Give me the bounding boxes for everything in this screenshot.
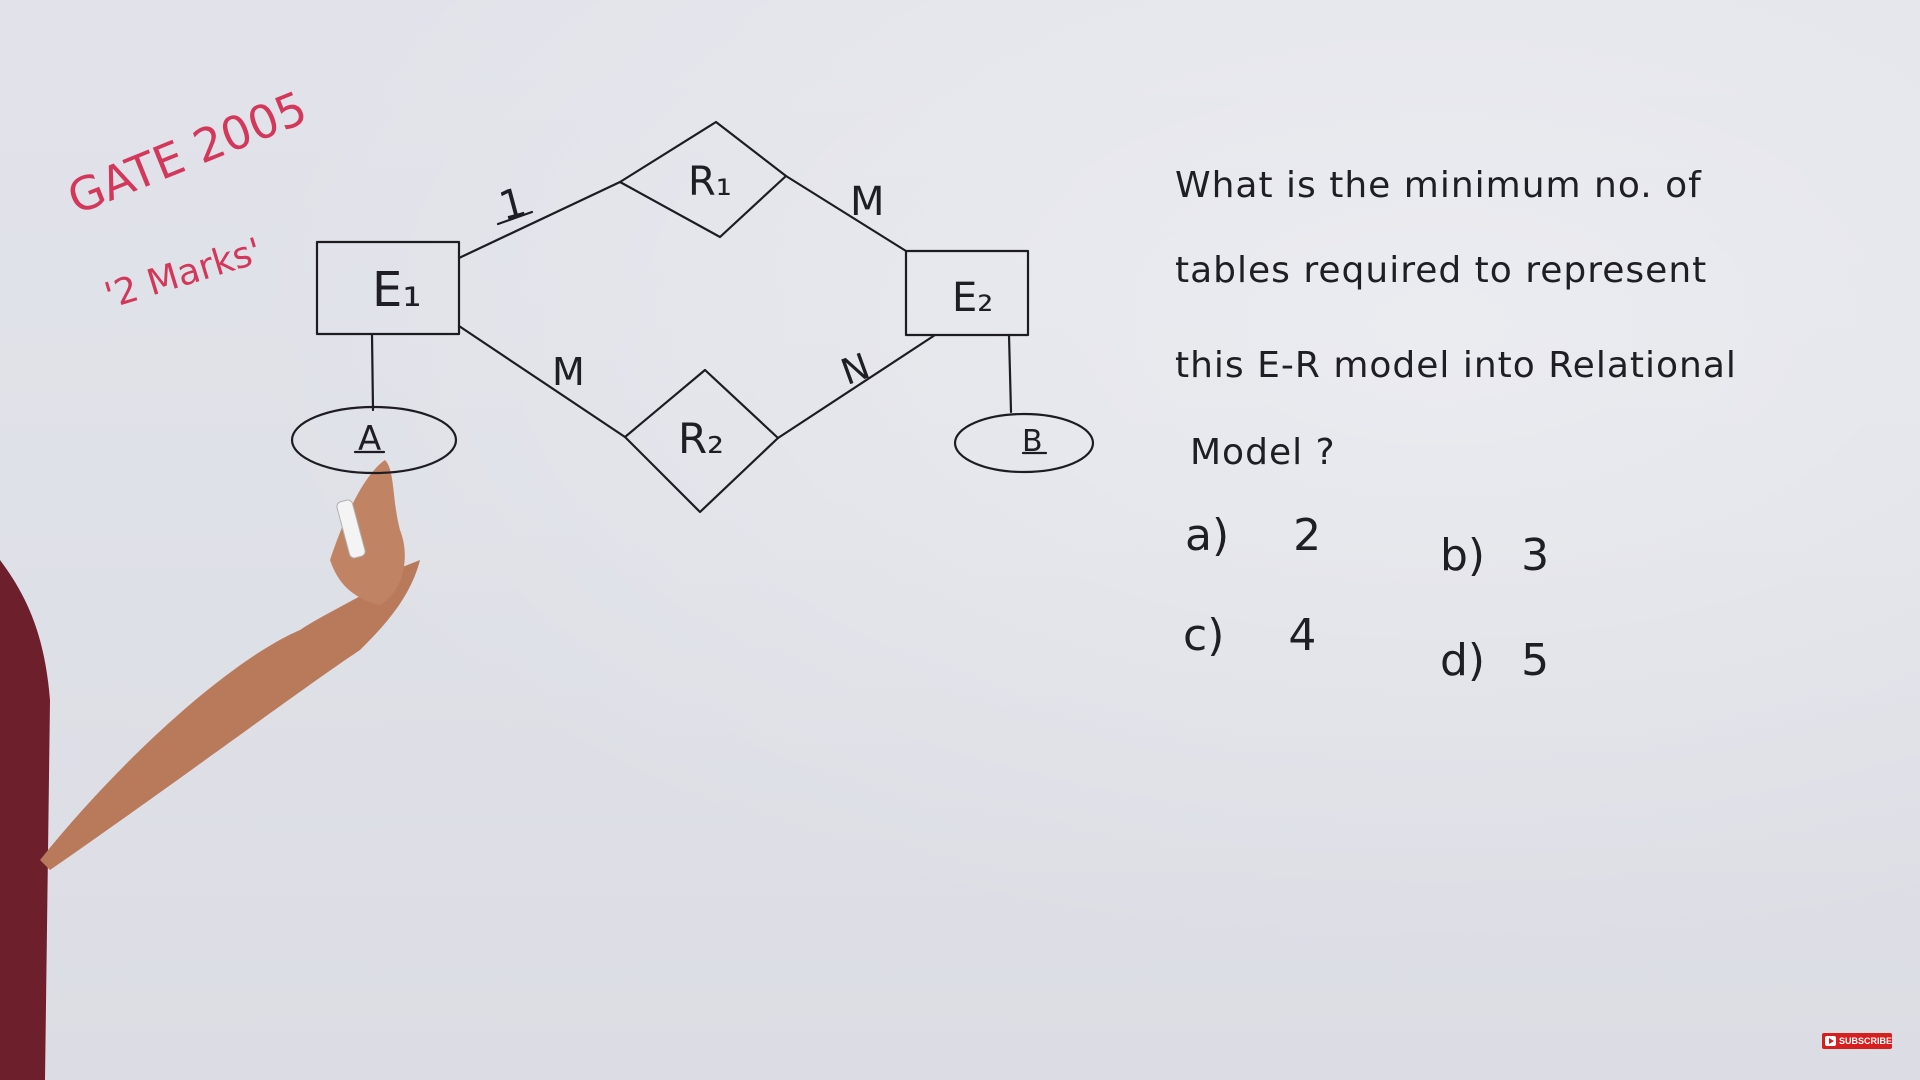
question-line-4: Model ? bbox=[1190, 432, 1336, 473]
option-c-label: c) bbox=[1183, 610, 1225, 661]
attribute-b-label: B bbox=[1022, 424, 1043, 459]
line-r2-e2 bbox=[776, 333, 937, 440]
entity-e2-label: E₂ bbox=[952, 275, 993, 321]
line-r1-e2 bbox=[784, 174, 908, 253]
marker-icon bbox=[336, 499, 366, 559]
entity-e1-box bbox=[315, 240, 461, 336]
option-b-label: b) bbox=[1440, 530, 1486, 581]
subscribe-button[interactable]: SUBSCRIBE bbox=[1822, 1033, 1892, 1049]
cardinality-r1-e2: M bbox=[850, 179, 885, 225]
play-icon bbox=[1825, 1036, 1836, 1046]
option-d-label: d) bbox=[1440, 635, 1486, 686]
subscribe-label: SUBSCRIBE bbox=[1838, 1036, 1892, 1046]
entity-e2-box bbox=[904, 249, 1030, 337]
option-c: c) 4 bbox=[1183, 610, 1316, 661]
option-a: a) 2 bbox=[1185, 510, 1321, 561]
option-c-value: 4 bbox=[1288, 610, 1317, 661]
option-d: d) 5 bbox=[1440, 635, 1549, 686]
attribute-a-label: A bbox=[358, 419, 381, 459]
relationship-r2-label: R₂ bbox=[678, 414, 724, 463]
option-b-value: 3 bbox=[1521, 530, 1550, 581]
attribute-a-ellipse bbox=[290, 405, 458, 475]
presenter-hand bbox=[330, 460, 405, 605]
line-e1-r2 bbox=[457, 324, 627, 439]
relationship-r2-diamond bbox=[623, 368, 780, 514]
relationship-r1-label: R₁ bbox=[688, 159, 732, 205]
option-a-label: a) bbox=[1185, 510, 1230, 561]
cardinality-e1-r2: M bbox=[552, 350, 585, 394]
relationship-r1-diamond bbox=[618, 120, 788, 239]
option-a-value: 2 bbox=[1293, 510, 1322, 561]
question-line-2: tables required to represent bbox=[1175, 250, 1708, 291]
line-e1-r1 bbox=[457, 180, 622, 260]
cardinality-underline bbox=[496, 210, 534, 226]
presenter-arm bbox=[40, 560, 420, 870]
presenter-shirt bbox=[0, 560, 50, 1080]
option-b: b) 3 bbox=[1440, 530, 1549, 581]
line-e1-a bbox=[370, 332, 375, 412]
question-line-1: What is the minimum no. of bbox=[1175, 165, 1702, 206]
option-d-value: 5 bbox=[1521, 635, 1550, 686]
cardinality-r2-e2: N bbox=[836, 346, 875, 394]
question-line-3: this E-R model into Relational bbox=[1175, 345, 1737, 386]
line-e2-b bbox=[1007, 333, 1013, 414]
attribute-b-ellipse bbox=[953, 412, 1095, 474]
entity-e1-label: E₁ bbox=[372, 262, 422, 318]
